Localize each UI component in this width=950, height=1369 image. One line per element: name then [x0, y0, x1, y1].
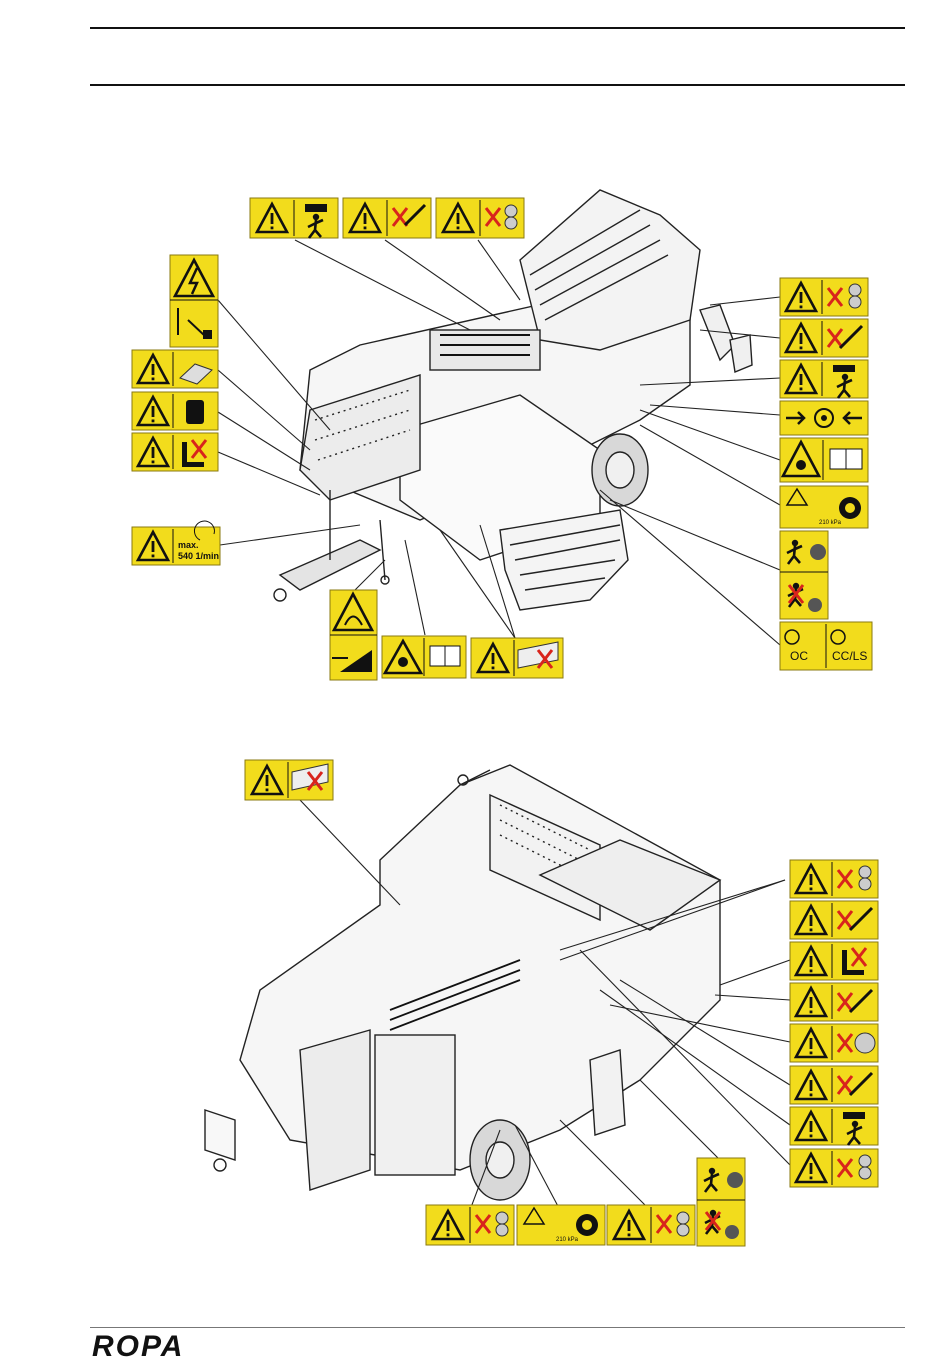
- decal-read-manual-left: [132, 350, 218, 388]
- decal-no-standing: [132, 433, 218, 471]
- decal-entanglement-b6: [790, 1066, 878, 1104]
- decal-entanglement-right: [780, 319, 868, 357]
- decal-crush-hazard-right: [780, 360, 868, 398]
- decal-roller-hazard-bottom-row1: [426, 1205, 514, 1245]
- decal-lifting-point: [780, 401, 868, 435]
- decal-no-standing-b3: [790, 942, 878, 980]
- decal-rotating-disc-b5: [790, 1024, 878, 1062]
- decal-accumulator-pressure: [382, 636, 466, 678]
- decal-roller-hazard-bottom-row3: [607, 1205, 695, 1245]
- harvester-top-view: [274, 190, 752, 610]
- decal-crush-hazard-b7: [790, 1107, 878, 1145]
- decal-rotating-parts-right: [780, 531, 828, 619]
- decal-max-pto-speed: max. 540 1/min: [132, 521, 220, 565]
- decal-entanglement-b2: [790, 901, 878, 939]
- harvester-bottom-view: [205, 765, 720, 1200]
- tire-pressure-label-top: 210 kPa: [819, 520, 842, 526]
- decal-entanglement-b4: [790, 983, 878, 1021]
- decal-roller-hazard-b8: [790, 1149, 878, 1187]
- decal-roller-hazard-b1: [790, 860, 878, 898]
- decal-tire-pressure-right: 210 kPa: [780, 486, 868, 528]
- decal-rotating-parts-bottom: [697, 1158, 745, 1246]
- decal-roller-hazard-top: [436, 198, 524, 238]
- tire-pressure-label-bottom: 210 kPa: [556, 1237, 579, 1243]
- oc-label: OC: [790, 649, 808, 663]
- decal-conveyor-hazard-bottom: [245, 760, 333, 800]
- max-speed-line1: max.: [178, 540, 199, 550]
- footer-rule: [90, 1327, 905, 1328]
- decal-oc-ccls: OC CC/LS: [780, 622, 872, 670]
- ropa-logo: ROPA: [92, 1330, 184, 1364]
- decal-accumulator-right: [780, 438, 868, 482]
- decal-hot-surface-slope: [330, 590, 377, 680]
- max-speed-line2: 540 1/min: [178, 551, 219, 561]
- decal-conveyor-hazard-top: [471, 638, 563, 678]
- decal-electric-hazard: [170, 255, 218, 347]
- decal-crush-hazard-top: [250, 198, 338, 238]
- ccls-label: CC/LS: [832, 649, 867, 663]
- decal-entanglement-top: [343, 198, 431, 238]
- decal-tire-pressure-bottom: 210 kPa: [517, 1205, 605, 1245]
- decal-stop-hand: [132, 392, 218, 430]
- decal-roller-hazard-right: [780, 278, 868, 316]
